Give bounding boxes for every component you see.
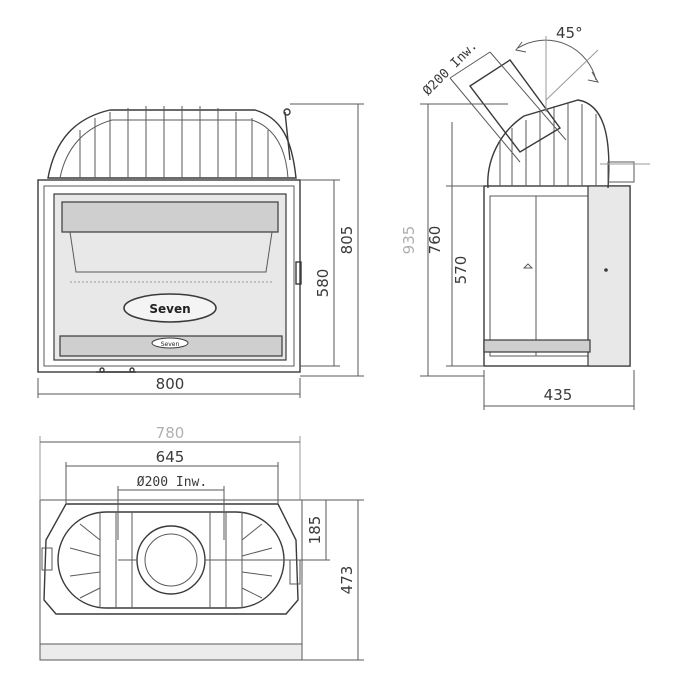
- dim-label-645: 645: [156, 448, 185, 466]
- front-logo-badge: [123, 293, 217, 323]
- dim-label-760: 760: [426, 226, 444, 255]
- side-view: Ø200 Inw. 45° 935 760 570 435: [400, 24, 650, 410]
- dim-label-805: 805: [338, 226, 356, 255]
- side-ghost-label: 935: [400, 226, 418, 255]
- dim-label-580: 580: [314, 269, 332, 298]
- side-top-dome: [487, 99, 610, 189]
- top-view: 780 645 Ø200 Inw. 185 473: [39, 424, 364, 661]
- front-outer-frame: [37, 179, 301, 373]
- dim-label-185: 185: [306, 516, 324, 545]
- side-flue-collar: [468, 59, 562, 153]
- side-angle-label: 45°: [556, 24, 583, 42]
- front-logo-text: Seven: [149, 302, 190, 316]
- dim-label-570: 570: [452, 256, 470, 285]
- dim-label-780: 780: [156, 424, 185, 442]
- top-body: [43, 503, 299, 615]
- top-flue-outer: [136, 525, 206, 595]
- front-door-handle: [295, 261, 302, 285]
- top-outer-box: [39, 499, 303, 661]
- front-logo-small-text: Seven: [161, 341, 180, 348]
- front-view: Seven Seven 800 580 805: [37, 103, 364, 398]
- side-angle-arc: [517, 39, 597, 81]
- top-flue-inner: [144, 533, 198, 587]
- dim-label-473: 473: [338, 566, 356, 595]
- dim-label-435: 435: [544, 386, 573, 404]
- top-flue-label: Ø200 Inw.: [137, 475, 207, 490]
- dim-label-800: 800: [156, 375, 185, 393]
- front-fins: [79, 106, 269, 178]
- side-flue-label: Ø200 Inw.: [420, 38, 480, 98]
